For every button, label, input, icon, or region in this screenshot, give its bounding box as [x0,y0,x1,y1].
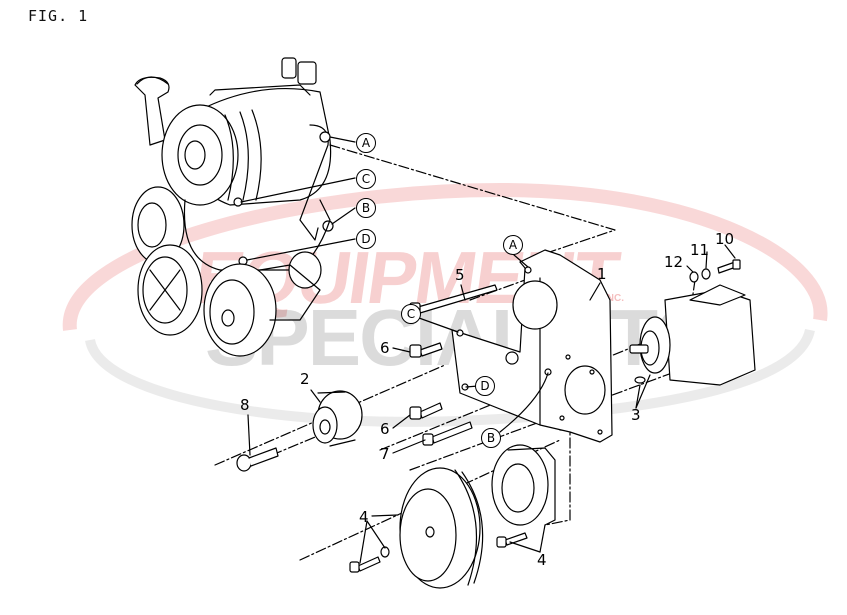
hydraulic-pump [629,284,756,386]
bolts [409,259,741,446]
crank-pulley-assembly [349,444,556,589]
callout-10: 10 [715,230,735,248]
callout-8: 8 [240,396,250,414]
engine-ref-d: D [356,229,376,249]
engine-ref-a: A [356,133,376,153]
callout-6-lower: 6 [380,420,390,438]
engine-ref-leaders [240,136,356,261]
callout-11: 11 [690,241,710,259]
callout-4-left: 4 [359,508,369,526]
callout-1: 1 [597,265,607,283]
bracket-ref-b: B [481,428,501,448]
idler-pulley [312,390,363,447]
engine-ref-b: B [356,198,376,218]
engine-ref-c: C [356,169,376,189]
watermark-swoosh [62,182,828,427]
bolt-8 [236,447,279,472]
callout-2: 2 [300,370,310,388]
callout-6-upper: 6 [380,339,390,357]
callout-leaders [247,244,736,564]
callout-3: 3 [631,406,641,424]
bracket-ref-a: A [503,235,523,255]
callout-12: 12 [664,253,684,271]
bracket-ref-c: C [401,304,421,324]
engine-compressor-assembly [131,57,334,357]
callout-5: 5 [455,266,465,284]
figure-title: FIG. 1 [28,7,89,25]
callout-7: 7 [380,445,390,463]
mounting-bracket [451,249,613,443]
bracket-ref-d: D [475,376,495,396]
callout-4-right: 4 [537,551,547,569]
